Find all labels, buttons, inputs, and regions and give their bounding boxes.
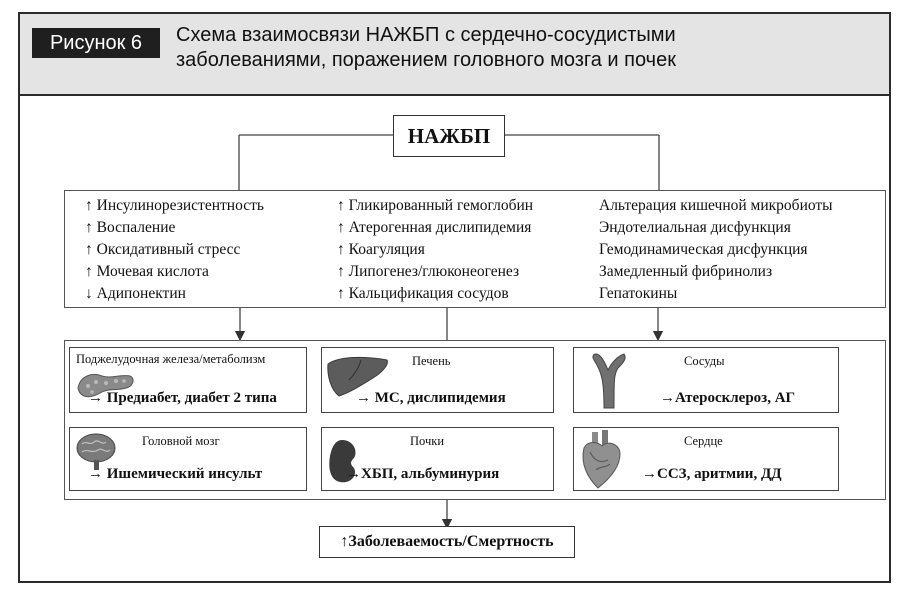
figure-title: Схема взаимосвязи НАЖБП с сердечно-сосуд… bbox=[176, 23, 876, 73]
figure-title-line2: заболеваниями, поражением головного мозг… bbox=[176, 49, 676, 71]
vessel-icon bbox=[592, 353, 626, 409]
factor-item: ↓ Адипонектин bbox=[85, 285, 186, 302]
factors-column-3: Альтерация кишечной микробиоты Эндотелиа… bbox=[599, 195, 833, 305]
factors-column-2: ↑ Гликированный гемоглобин ↑ Атерогенная… bbox=[337, 195, 533, 305]
factor-item: ↑ Мочевая кислота bbox=[85, 263, 209, 280]
root-node-nafld: НАЖБП bbox=[393, 115, 505, 157]
factor-item: Гемодинамическая дисфункция bbox=[599, 241, 808, 258]
factor-item: ↑ Кальцификация сосудов bbox=[337, 285, 509, 302]
pancreas-icon bbox=[77, 374, 134, 398]
factor-item: ↑ Гликированный гемоглобин bbox=[337, 197, 534, 214]
organ-name: Сосуды bbox=[684, 354, 725, 368]
factor-item: Замедленный фибринолиз bbox=[599, 263, 773, 280]
factor-item: ↑ Коагуляция bbox=[337, 241, 425, 258]
figure-title-line1: Схема взаимосвязи НАЖБП с сердечно-сосуд… bbox=[176, 24, 676, 46]
organ-outcome: →ХБП, альбуминурия bbox=[346, 466, 500, 482]
factor-item: Альтерация кишечной микробиоты bbox=[599, 197, 833, 214]
organ-name: Поджелудочная железа/метаболизм bbox=[76, 352, 266, 366]
organ-cell-kidney: Почки →ХБП, альбуминурия bbox=[321, 427, 554, 491]
organ-cell-liver: Печень → МС, дислипидемия bbox=[321, 347, 554, 413]
factor-item: ↑ Инсулинорезистентность bbox=[85, 197, 264, 214]
risk-factors-box: ↑ Инсулинорезистентность ↑ Воспаление ↑ … bbox=[64, 190, 886, 308]
organ-name: Печень bbox=[412, 354, 451, 368]
factor-item: ↑ Атерогенная дислипидемия bbox=[337, 219, 532, 236]
organ-cell-pancreas: Поджелудочная железа/метаболизм → Предиа… bbox=[69, 347, 307, 413]
organ-cell-heart: Сердце →ССЗ, аритмии, ДД bbox=[573, 427, 839, 491]
organ-outcome: → Ишемический инсульт bbox=[88, 466, 263, 482]
organ-outcomes-box: Поджелудочная железа/метаболизм → Предиа… bbox=[64, 340, 886, 500]
organ-cell-vessels: Сосуды →Атеросклероз, АГ bbox=[573, 347, 839, 413]
figure-frame: Рисунок 6 Схема взаимосвязи НАЖБП с серд… bbox=[18, 12, 891, 583]
final-outcome-box: ↑Заболеваемость/Смертность bbox=[319, 526, 575, 558]
factor-item: ↑ Воспаление bbox=[85, 219, 176, 236]
organ-outcome: →ССЗ, аритмии, ДД bbox=[642, 466, 782, 482]
heart-icon bbox=[582, 430, 621, 489]
organ-name: Головной мозг bbox=[142, 434, 220, 448]
factor-item: Гепатокины bbox=[599, 285, 678, 302]
brain-icon bbox=[76, 433, 116, 470]
figure-header: Рисунок 6 Схема взаимосвязи НАЖБП с серд… bbox=[20, 14, 889, 96]
factor-item: Эндотелиальная дисфункция bbox=[599, 219, 791, 236]
connector-lines bbox=[234, 134, 664, 530]
organ-outcome: →Атеросклероз, АГ bbox=[660, 390, 796, 406]
organ-cell-brain: Головной мозг → Ишемический инсульт bbox=[69, 427, 307, 491]
figure-label: Рисунок 6 bbox=[32, 28, 160, 58]
organ-outcome: → Предиабет, диабет 2 типа bbox=[88, 390, 277, 406]
factor-item: ↑ Липогенез/глюконеогенез bbox=[337, 263, 520, 280]
factors-column-1: ↑ Инсулинорезистентность ↑ Воспаление ↑ … bbox=[85, 195, 264, 305]
organ-outcome: → МС, дислипидемия bbox=[356, 390, 506, 406]
organ-name: Сердце bbox=[684, 434, 723, 448]
factor-item: ↑ Оксидативный стресс bbox=[85, 241, 241, 258]
kidney-icon bbox=[329, 440, 356, 483]
liver-icon bbox=[327, 356, 388, 397]
organ-name: Почки bbox=[410, 434, 445, 448]
